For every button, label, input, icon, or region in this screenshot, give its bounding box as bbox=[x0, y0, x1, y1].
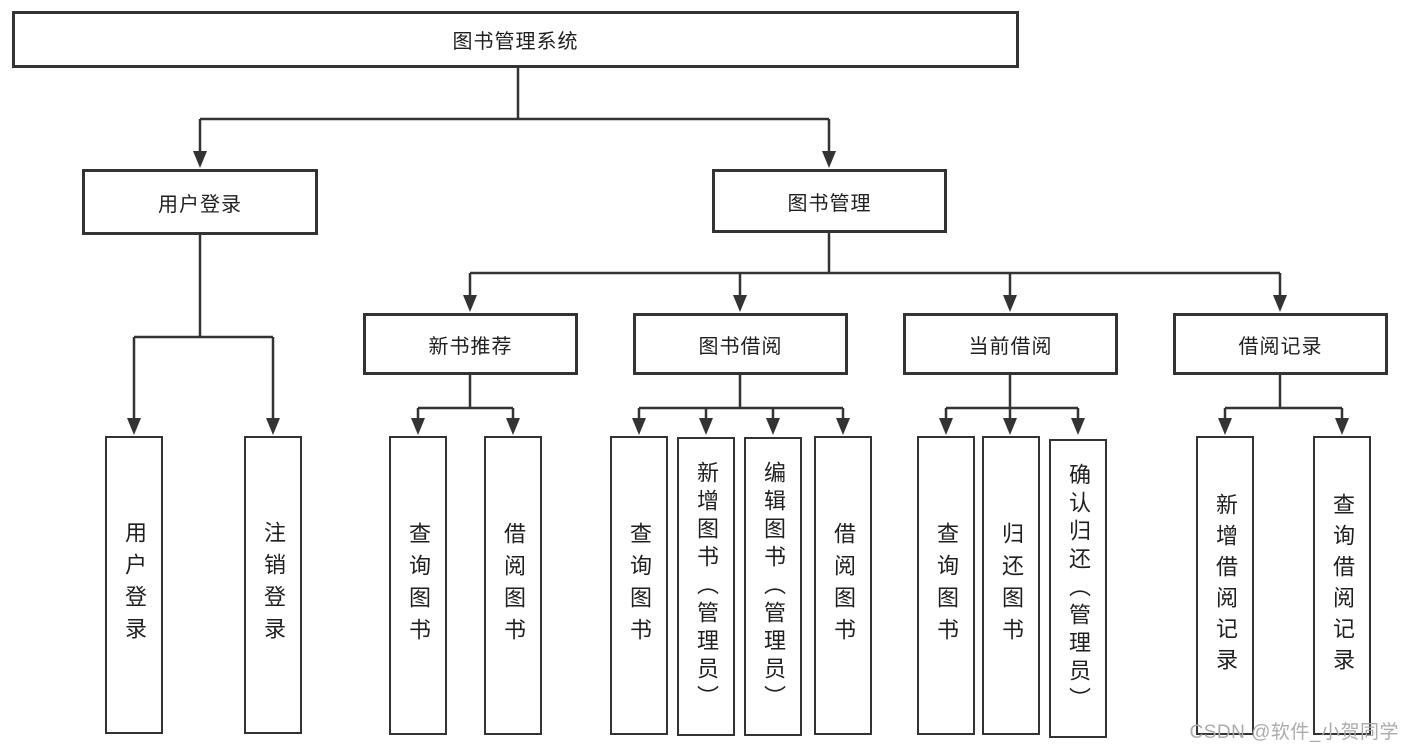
leaf-add-book-admin: 新增图书（管理员） bbox=[677, 437, 735, 736]
leaf-add-borrow-record: 新增借阅记录 bbox=[1196, 436, 1254, 735]
leaf-query-borrow-record-label: 查询借阅记录 bbox=[1330, 492, 1355, 679]
node-book-management-label: 图书管理 bbox=[787, 192, 872, 215]
leaf-user-login-label: 用户登录 bbox=[122, 521, 147, 649]
node-library-system: 图书管理系统 bbox=[12, 11, 1019, 68]
node-book-borrow: 图书借阅 bbox=[633, 313, 848, 375]
leaf-add-borrow-record-label: 新增借阅记录 bbox=[1213, 492, 1238, 679]
leaf-confirm-return-admin: 确认归还（管理员） bbox=[1049, 439, 1107, 738]
node-new-book-recommend: 新书推荐 bbox=[363, 313, 578, 375]
node-borrow-records-label: 借阅记录 bbox=[1238, 335, 1323, 358]
leaf-borrow-books: 借阅图书 bbox=[814, 436, 872, 735]
node-user-login-label: 用户登录 bbox=[158, 193, 242, 216]
leaf-confirm-return-admin-label: 确认归还（管理员） bbox=[1066, 462, 1091, 715]
leaf-query-borrow-record: 查询借阅记录 bbox=[1313, 436, 1371, 735]
leaf-return-book: 归还图书 bbox=[982, 436, 1040, 735]
leaf-edit-book-admin: 编辑图书（管理员） bbox=[744, 437, 802, 736]
node-book-borrow-label: 图书借阅 bbox=[698, 335, 783, 358]
leaf-borrow-books-recommend: 借阅图书 bbox=[484, 436, 542, 735]
leaf-logout-label: 注销登录 bbox=[261, 521, 286, 649]
node-library-system-label: 图书管理系统 bbox=[452, 31, 579, 53]
leaf-add-book-admin-label: 新增图书（管理员） bbox=[694, 460, 719, 713]
leaf-query-books-current-label: 查询图书 bbox=[934, 521, 959, 650]
leaf-borrow-books-recommend-label: 借阅图书 bbox=[501, 521, 526, 650]
node-current-borrow: 当前借阅 bbox=[903, 313, 1118, 375]
leaf-query-books-recommend-label: 查询图书 bbox=[406, 521, 431, 650]
leaf-edit-book-admin-label: 编辑图书（管理员） bbox=[761, 460, 786, 713]
leaf-query-books-borrow-label: 查询图书 bbox=[627, 521, 652, 650]
leaf-query-books-current: 查询图书 bbox=[917, 436, 975, 735]
leaf-query-books-recommend: 查询图书 bbox=[389, 436, 447, 735]
leaf-query-books-borrow: 查询图书 bbox=[610, 436, 668, 735]
node-book-management: 图书管理 bbox=[712, 169, 947, 233]
leaf-borrow-books-label: 借阅图书 bbox=[831, 521, 856, 650]
leaf-logout: 注销登录 bbox=[244, 436, 302, 734]
node-borrow-records: 借阅记录 bbox=[1173, 313, 1388, 375]
csdn-watermark: CSDN @软件_小贺同学 bbox=[1189, 722, 1399, 743]
node-user-login: 用户登录 bbox=[82, 169, 318, 235]
leaf-user-login: 用户登录 bbox=[105, 436, 163, 734]
node-current-borrow-label: 当前借阅 bbox=[968, 335, 1053, 358]
arrowheads bbox=[127, 151, 1349, 435]
node-new-book-recommend-label: 新书推荐 bbox=[428, 335, 513, 358]
leaf-return-book-label: 归还图书 bbox=[999, 521, 1024, 650]
